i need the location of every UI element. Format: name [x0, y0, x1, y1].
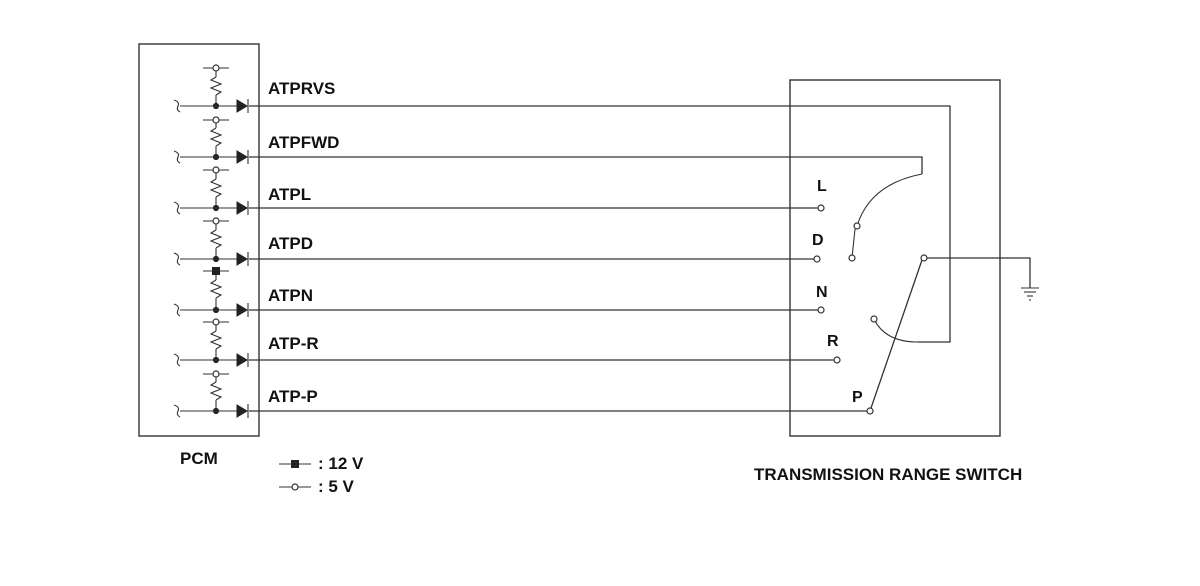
position-label-l: L [817, 178, 827, 195]
wire-atpfwd [249, 156, 923, 174]
contact-r [833, 356, 841, 364]
position-label-n: N [816, 284, 828, 301]
pcm-label: PCM [180, 449, 218, 468]
signal-label-atpn: ATPN [268, 286, 313, 305]
pcm-circuits [173, 64, 249, 418]
position-label-p: P [852, 389, 863, 406]
pcm-circuit-atp-r [173, 318, 249, 367]
switch-wiper [870, 259, 923, 409]
pcm-circuit-atpfwd [173, 116, 249, 164]
ground-icon [1021, 287, 1039, 301]
signal-label-atpl: ATPL [268, 185, 311, 204]
pcm-circuit-atpn [173, 267, 249, 317]
pcm-circuit-atpl [173, 166, 249, 215]
legend-5v-text: : 5 V [318, 477, 355, 496]
contact-d-link [851, 228, 856, 259]
contact-l [817, 204, 825, 212]
signal-label-atp-r: ATP-R [268, 334, 319, 353]
ground-wire [927, 257, 1031, 288]
wiper-pivot [920, 254, 928, 262]
wire-atprvs-contact-arc [873, 318, 919, 343]
legend-5v-circle-icon [291, 483, 299, 491]
switch-label: TRANSMISSION RANGE SWITCH [754, 465, 1022, 484]
pcm-circuit-atprvs [173, 64, 249, 113]
legend-12v-text: : 12 V [318, 454, 364, 473]
position-label-d: D [812, 232, 824, 249]
signal-label-atpd: ATPD [268, 234, 313, 253]
contact-n [817, 306, 825, 314]
contact-d [813, 255, 821, 263]
position-label-r: R [827, 333, 839, 350]
signal-label-atp-p: ATP-P [268, 387, 318, 406]
legend-12v-square-icon [291, 460, 299, 468]
signal-label-atpfwd: ATPFWD [268, 133, 339, 152]
wire-atpfwd-contact-arc [856, 173, 923, 227]
pcm-circuit-atp-p [173, 370, 249, 418]
wire-atprvs [249, 105, 951, 343]
pcm-circuit-atpd [173, 217, 249, 266]
signal-label-atprvs: ATPRVS [268, 79, 335, 98]
contact-atprvs [870, 315, 878, 323]
contact-p [866, 407, 874, 415]
contact-d-common [848, 254, 856, 262]
pcm-box [138, 43, 260, 437]
legend: : 12 V : 5 V [279, 454, 364, 496]
contact-atpfwd [853, 222, 861, 230]
